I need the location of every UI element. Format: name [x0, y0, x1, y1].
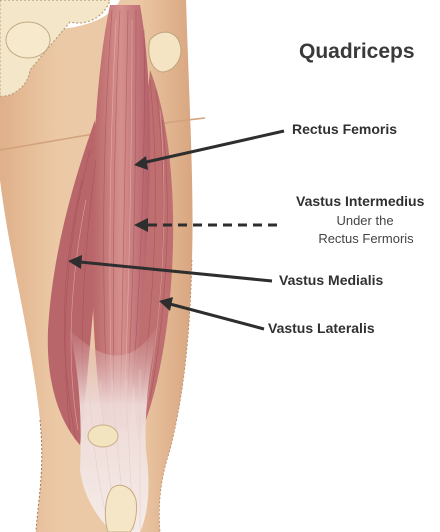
label-under-the: Under the — [310, 213, 420, 228]
label-vastus-lateralis: Vastus Lateralis — [268, 320, 375, 336]
label-rectus-femoris: Rectus Femoris — [292, 121, 397, 137]
label-vastus-intermedius: Vastus Intermedius — [296, 193, 424, 209]
label-vastus-medialis: Vastus Medialis — [279, 272, 383, 288]
hip-joint-bone — [6, 22, 50, 58]
patella-bone — [88, 425, 118, 447]
tibia-bone — [105, 485, 136, 532]
label-rectus-fermoris: Rectus Fermoris — [306, 231, 426, 246]
diagram-title: Quadriceps — [299, 40, 415, 64]
